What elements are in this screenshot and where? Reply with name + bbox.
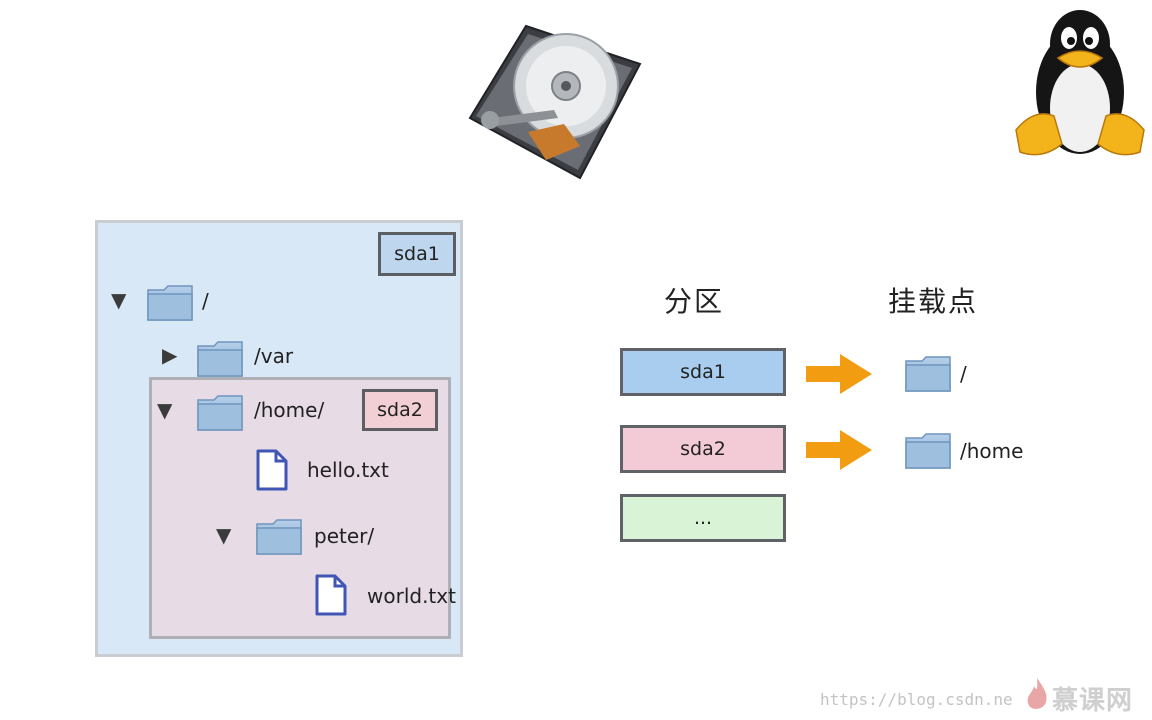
expanded-triangle-icon[interactable]: ▼ <box>111 288 127 312</box>
mountpoint-home-label: /home <box>960 439 1024 463</box>
sda1-badge: sda1 <box>378 232 456 276</box>
tux-penguin-image <box>1012 4 1148 164</box>
tree-item-peter-label[interactable]: peter/ <box>314 524 375 548</box>
expanded-triangle-icon[interactable]: ▼ <box>216 523 232 547</box>
folder-icon <box>196 338 244 382</box>
sda2-badge: sda2 <box>362 389 438 431</box>
partition-more-box: ... <box>620 494 786 542</box>
arrow-right-icon <box>806 430 872 474</box>
file-icon <box>254 447 290 497</box>
folder-icon <box>904 430 952 474</box>
tree-item-hello-label[interactable]: hello.txt <box>307 458 389 482</box>
tree-item-home-label[interactable]: /home/ <box>254 398 325 422</box>
partition-sda2-box: sda2 <box>620 425 786 473</box>
arrow-right-icon <box>806 354 872 398</box>
partition-heading: 分区 <box>664 285 725 318</box>
tree-item-root-label[interactable]: / <box>202 289 209 313</box>
flame-logo-icon <box>1024 676 1050 718</box>
mountpoint-heading: 挂载点 <box>888 285 979 318</box>
file-icon <box>313 572 349 622</box>
watermark-brand: 慕课网 <box>1052 686 1134 716</box>
collapsed-triangle-icon[interactable]: ▶ <box>162 343 178 367</box>
folder-icon <box>255 516 303 560</box>
hard-drive-image <box>462 20 646 180</box>
watermark-url: https://blog.csdn.ne <box>820 690 1013 709</box>
expanded-triangle-icon[interactable]: ▼ <box>157 398 173 422</box>
mountpoint-root-label: / <box>960 362 967 386</box>
folder-icon <box>196 392 244 436</box>
folder-icon <box>904 353 952 397</box>
folder-icon <box>146 282 194 326</box>
tree-item-var-label[interactable]: /var <box>254 344 294 368</box>
partition-sda1-box: sda1 <box>620 348 786 396</box>
tree-item-world-label[interactable]: world.txt <box>367 584 456 608</box>
